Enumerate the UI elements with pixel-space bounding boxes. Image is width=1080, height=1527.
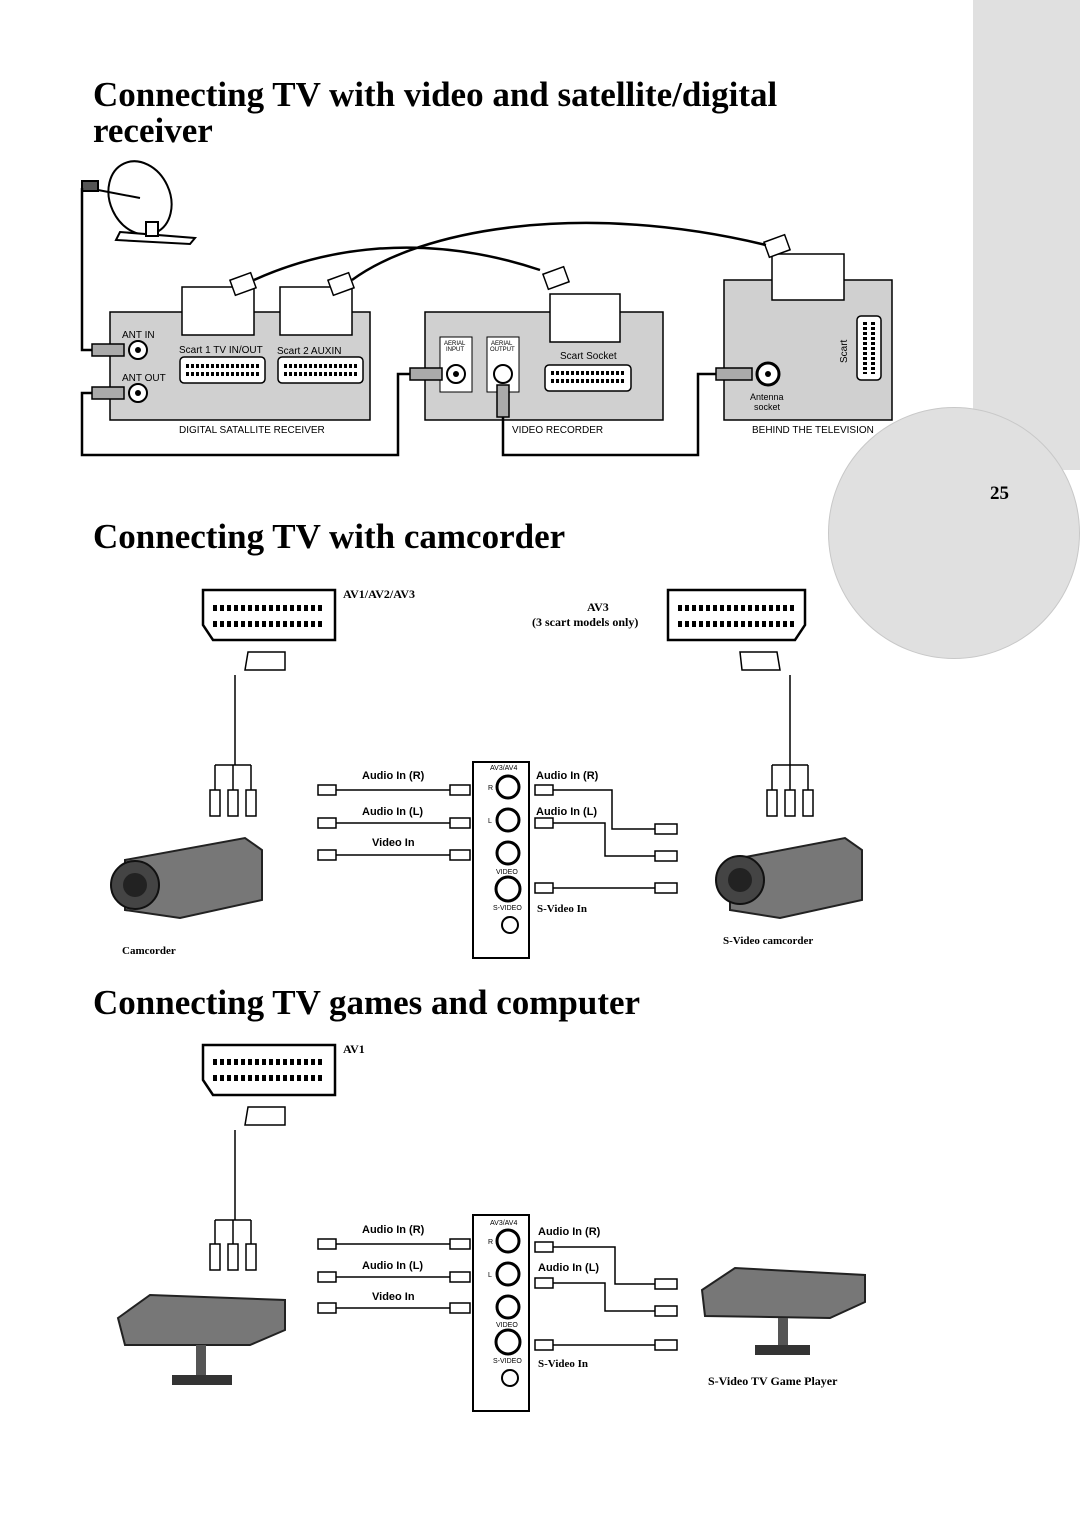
- scart-right-label-2: (3 scart models only): [532, 615, 638, 629]
- left-av-leads: [335, 1243, 450, 1309]
- scart-right-label-1: AV3: [587, 600, 609, 614]
- antenna-socket-label-1: Antenna: [750, 392, 784, 402]
- page-number: 25: [990, 483, 1009, 504]
- games-connection-diagram: AV1 S-Video TV Game Player AV3/AV4 R L V…: [116, 1042, 866, 1412]
- right-audio-l-label: Audio In (L): [536, 806, 597, 818]
- right-av-leads: [551, 789, 655, 889]
- cables: [80, 221, 767, 457]
- right-audio-l-label: Audio In (L): [538, 1262, 599, 1274]
- scart1-label: Scart 1 TV IN/OUT: [179, 345, 263, 356]
- device-right-label: S-Video camcorder: [723, 935, 813, 947]
- antenna-socket-label-2: socket: [754, 402, 781, 412]
- panel-video-label: VIDEO: [496, 869, 518, 876]
- panel-video-label: VIDEO: [496, 1322, 518, 1329]
- game-console-icon: [116, 1293, 286, 1385]
- rca-plug-icon: [534, 1241, 678, 1351]
- satellite-connection-diagram: ANT IN ANT OUT Scart 1 TV IN/OUT Scart 2…: [80, 160, 893, 457]
- scart2-label: Scart 2 AUXIN: [277, 346, 341, 357]
- ant-out-label: ANT OUT: [122, 373, 166, 384]
- aerial-output-label-2: OUTPUT: [490, 347, 515, 353]
- left-video-label: Video In: [372, 837, 415, 849]
- aerial-output-label-1: AERIAL: [491, 341, 513, 347]
- right-av-leads: [551, 1246, 655, 1346]
- scart-av1-label: AV1: [343, 1042, 365, 1056]
- scart-socket-left: [201, 588, 337, 642]
- aerial-input-label-2: INPUT: [446, 347, 464, 353]
- scart-to-rca-lead: [214, 1106, 286, 1244]
- satellite-dish-icon: [81, 160, 198, 246]
- aerial-input-label-1: AERIAL: [444, 341, 466, 347]
- panel-av-label: AV3/AV4: [490, 765, 517, 772]
- left-av-leads: [335, 789, 450, 856]
- svideo-in-label: S-Video In: [538, 1358, 588, 1370]
- section-title-satellite: Connecting TV with video and satellite/d…: [93, 75, 778, 150]
- rca-plug-icon: [317, 1238, 471, 1314]
- svideo-game-player-icon: [700, 1266, 866, 1355]
- left-video-label: Video In: [372, 1291, 415, 1303]
- left-audio-l-label: Audio In (L): [362, 1260, 423, 1272]
- device-left-label: Camcorder: [122, 945, 176, 957]
- svideo-camcorder-icon: [715, 836, 863, 920]
- panel-svideo-label: S-VIDEO: [493, 1358, 522, 1365]
- scart-socket-right: [666, 588, 807, 642]
- page-number-circle: [828, 407, 1080, 659]
- right-audio-r-label: Audio In (R): [536, 770, 599, 782]
- right-audio-r-label: Audio In (R): [538, 1226, 601, 1238]
- ant-in-label: ANT IN: [122, 330, 155, 341]
- rca-plug-icon: [209, 1243, 257, 1271]
- scart-socket-av1: [201, 1043, 337, 1097]
- left-audio-r-label: Audio In (R): [362, 770, 425, 782]
- section-title-games: Connecting TV games and computer: [93, 983, 641, 1022]
- game-player-label: S-Video TV Game Player: [708, 1374, 838, 1388]
- rca-plug-icon: [209, 789, 814, 817]
- scart-left-label: AV1/AV2/AV3: [343, 587, 415, 601]
- left-audio-l-label: Audio In (L): [362, 806, 423, 818]
- scart-plug-icon: [541, 265, 621, 343]
- video-recorder: [424, 311, 664, 421]
- panel-av-label: AV3/AV4: [490, 1220, 517, 1227]
- panel-r-label: R: [488, 1239, 493, 1246]
- rca-plug-icon: [317, 784, 471, 861]
- rca-plug-icon: [534, 784, 678, 894]
- scart-plug-icon: [181, 271, 356, 336]
- tv-caption: BEHIND THE TELEVISION: [752, 425, 874, 436]
- svideo-in-label: S-Video In: [537, 903, 587, 915]
- receiver-caption: DIGITAL SATALLITE RECEIVER: [179, 425, 325, 436]
- tv-side-panel: [472, 761, 530, 959]
- camcorder-icon: [110, 836, 263, 920]
- recorder-caption: VIDEO RECORDER: [512, 425, 603, 436]
- panel-r-label: R: [488, 785, 493, 792]
- scart-plug-icon: [762, 233, 845, 301]
- panel-l-label: L: [488, 1272, 492, 1279]
- camcorder-connection-diagram: AV1/AV2/AV3 AV3 (3 scart models only) Ca…: [110, 587, 863, 959]
- page-tab-strip: [973, 0, 1080, 470]
- television-back: [723, 279, 893, 421]
- tv-side-panel: [472, 1214, 530, 1412]
- tv-scart-label: Scart: [839, 339, 850, 363]
- panel-l-label: L: [488, 818, 492, 825]
- scart-socket-label: Scart Socket: [560, 351, 617, 362]
- panel-svideo-label: S-VIDEO: [493, 905, 522, 912]
- left-audio-r-label: Audio In (R): [362, 1224, 425, 1236]
- section-title-camcorder: Connecting TV with camcorder: [93, 517, 566, 556]
- scart-to-rca-lead: [214, 651, 809, 790]
